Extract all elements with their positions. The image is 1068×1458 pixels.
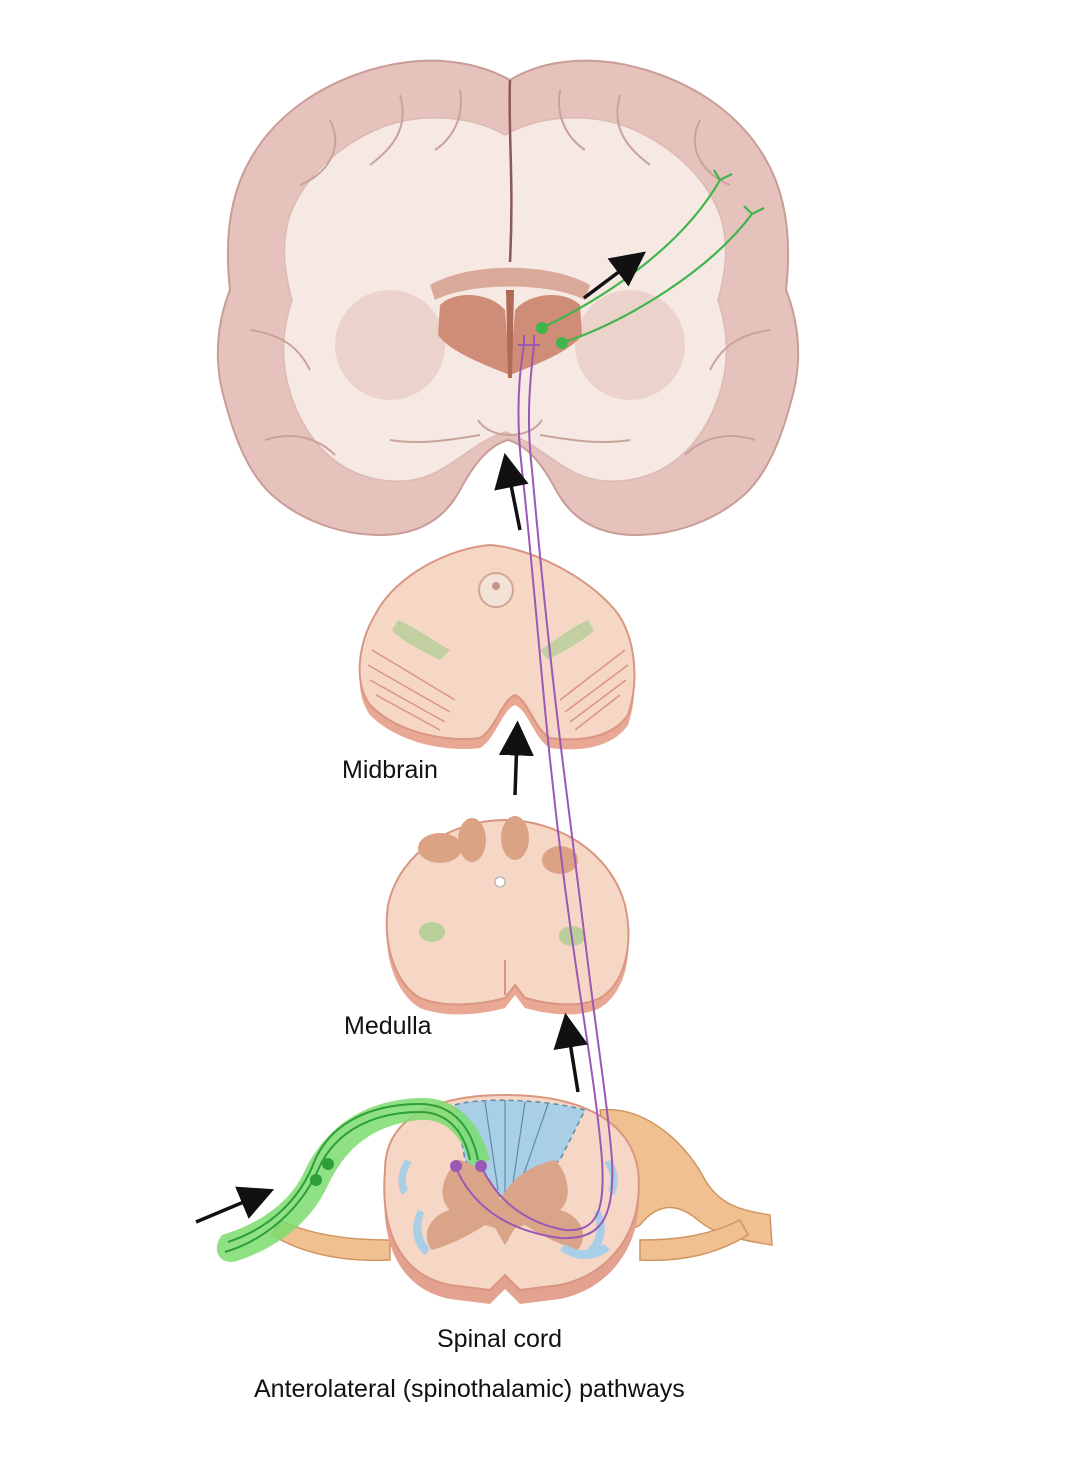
basal-ganglia-right <box>575 290 685 400</box>
thalamic-neuron-2 <box>556 337 568 349</box>
medulla-label: Medulla <box>344 1012 432 1041</box>
spinal-cord-label: Spinal cord <box>437 1325 562 1354</box>
thalamic-neuron-1 <box>536 322 548 334</box>
central-canal-medulla <box>495 877 505 887</box>
nerve-root-right-lower <box>640 1220 748 1260</box>
medulla-tract-left <box>419 922 445 942</box>
arrow-midbrain-to-thalamus <box>508 470 520 530</box>
drg-cell-body-2 <box>310 1174 322 1186</box>
medulla-section <box>387 816 629 1014</box>
arrow-input <box>196 1196 258 1222</box>
arrow-spinal-to-medulla <box>568 1030 578 1092</box>
figure-caption: Anterolateral (spinothalamic) pathways <box>254 1375 685 1404</box>
basal-ganglia-left <box>335 290 445 400</box>
midbrain-label: Midbrain <box>342 756 438 785</box>
midbrain-section <box>360 545 635 749</box>
dorsal-horn-neuron-1 <box>450 1160 462 1172</box>
brain-coronal-section <box>218 61 798 535</box>
arrow-medulla-to-midbrain <box>515 738 517 795</box>
drg-cell-body-1 <box>322 1158 334 1170</box>
dorsal-horn-neuron-2 <box>475 1160 487 1172</box>
